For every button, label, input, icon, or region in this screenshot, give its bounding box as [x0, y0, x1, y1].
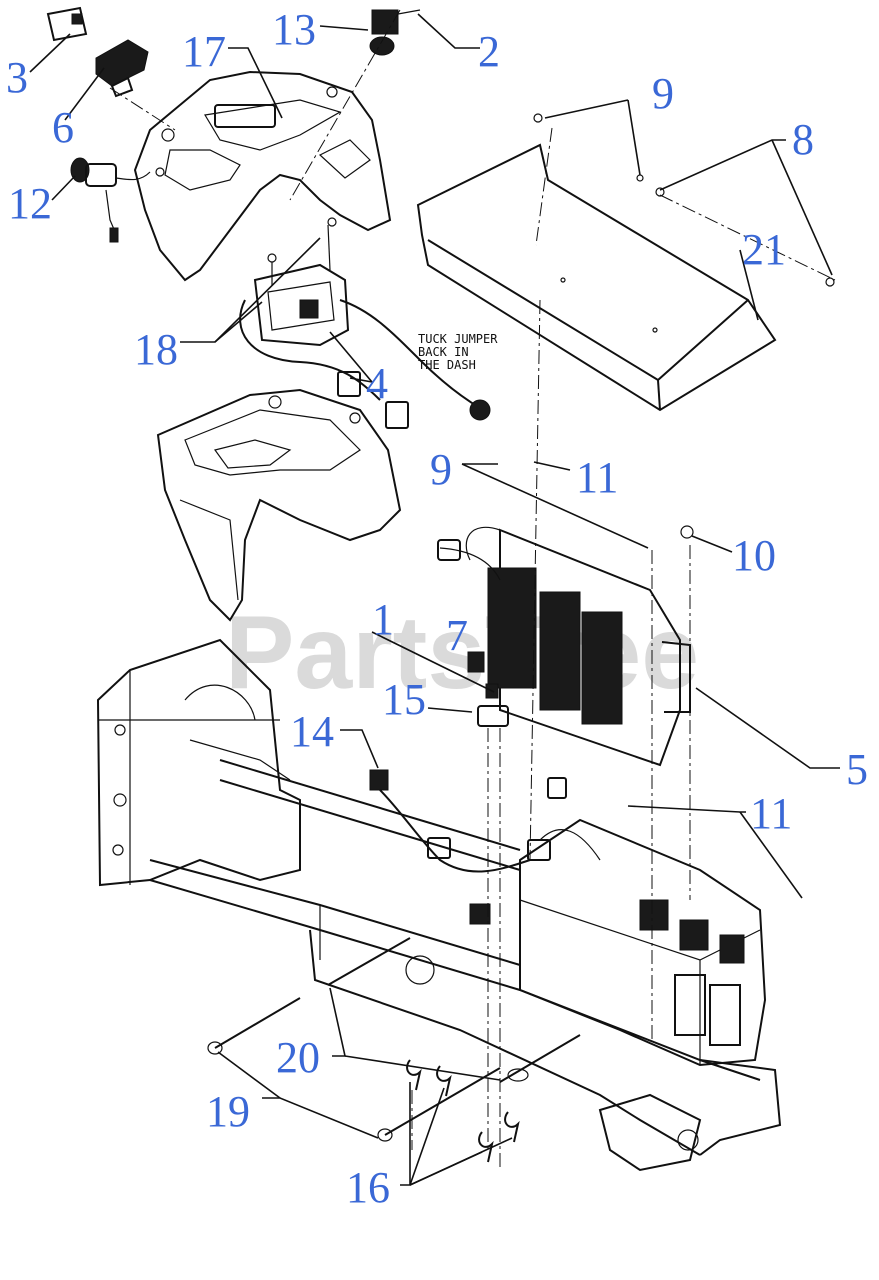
part-20-rod	[327, 937, 581, 1083]
callout-2: 2	[478, 27, 500, 76]
part-19-rod	[207, 997, 501, 1142]
note-line-2: BACK IN	[418, 345, 469, 359]
part-13-key-switch	[369, 9, 421, 56]
note-line-1: TUCK JUMPER	[418, 332, 498, 346]
dash-panel	[133, 70, 392, 282]
callout-1: 1	[372, 595, 394, 644]
leader-lines	[29, 13, 840, 1186]
callout-16: 16	[346, 1163, 390, 1212]
callout-3: 3	[6, 53, 28, 102]
dash-support-frame	[156, 388, 402, 622]
part-12-power-socket	[70, 157, 151, 243]
callout-11-mid: 11	[576, 453, 618, 502]
callout-labels: 3 6 12 13 2 17 18 4 9 8 21 9 11 10 1 7 1…	[6, 5, 868, 1212]
callout-18: 18	[134, 325, 178, 374]
tuck-jumper-note: TUCK JUMPER BACK IN THE DASH	[418, 332, 498, 372]
wiring-harness-upper	[239, 217, 491, 429]
part-6-switch	[95, 39, 149, 98]
callout-7: 7	[446, 611, 468, 660]
part-21-cover	[416, 113, 835, 412]
callout-21: 21	[742, 225, 786, 274]
callout-9-mid: 9	[430, 445, 452, 494]
callout-15: 15	[382, 675, 426, 724]
callout-17: 17	[182, 27, 226, 76]
center-lines	[109, 9, 836, 1170]
callout-14: 14	[290, 707, 334, 756]
callout-9-top: 9	[652, 69, 674, 118]
callout-4: 4	[366, 359, 388, 408]
part-14-harness	[369, 769, 531, 925]
note-line-3: THE DASH	[418, 358, 476, 372]
callout-13: 13	[272, 5, 316, 54]
callout-8: 8	[792, 115, 814, 164]
part-5-controller	[437, 525, 694, 767]
callout-19: 19	[206, 1087, 250, 1136]
callout-12: 12	[8, 179, 52, 228]
part-16-clips	[406, 1059, 520, 1163]
callout-5: 5	[846, 745, 868, 794]
frame-rails	[149, 759, 782, 1172]
battery-pack	[519, 777, 767, 1067]
part-3-label-plate	[46, 6, 88, 42]
callout-6: 6	[52, 103, 74, 152]
callout-20: 20	[276, 1033, 320, 1082]
callout-10: 10	[732, 531, 776, 580]
callout-11-low: 11	[750, 789, 792, 838]
